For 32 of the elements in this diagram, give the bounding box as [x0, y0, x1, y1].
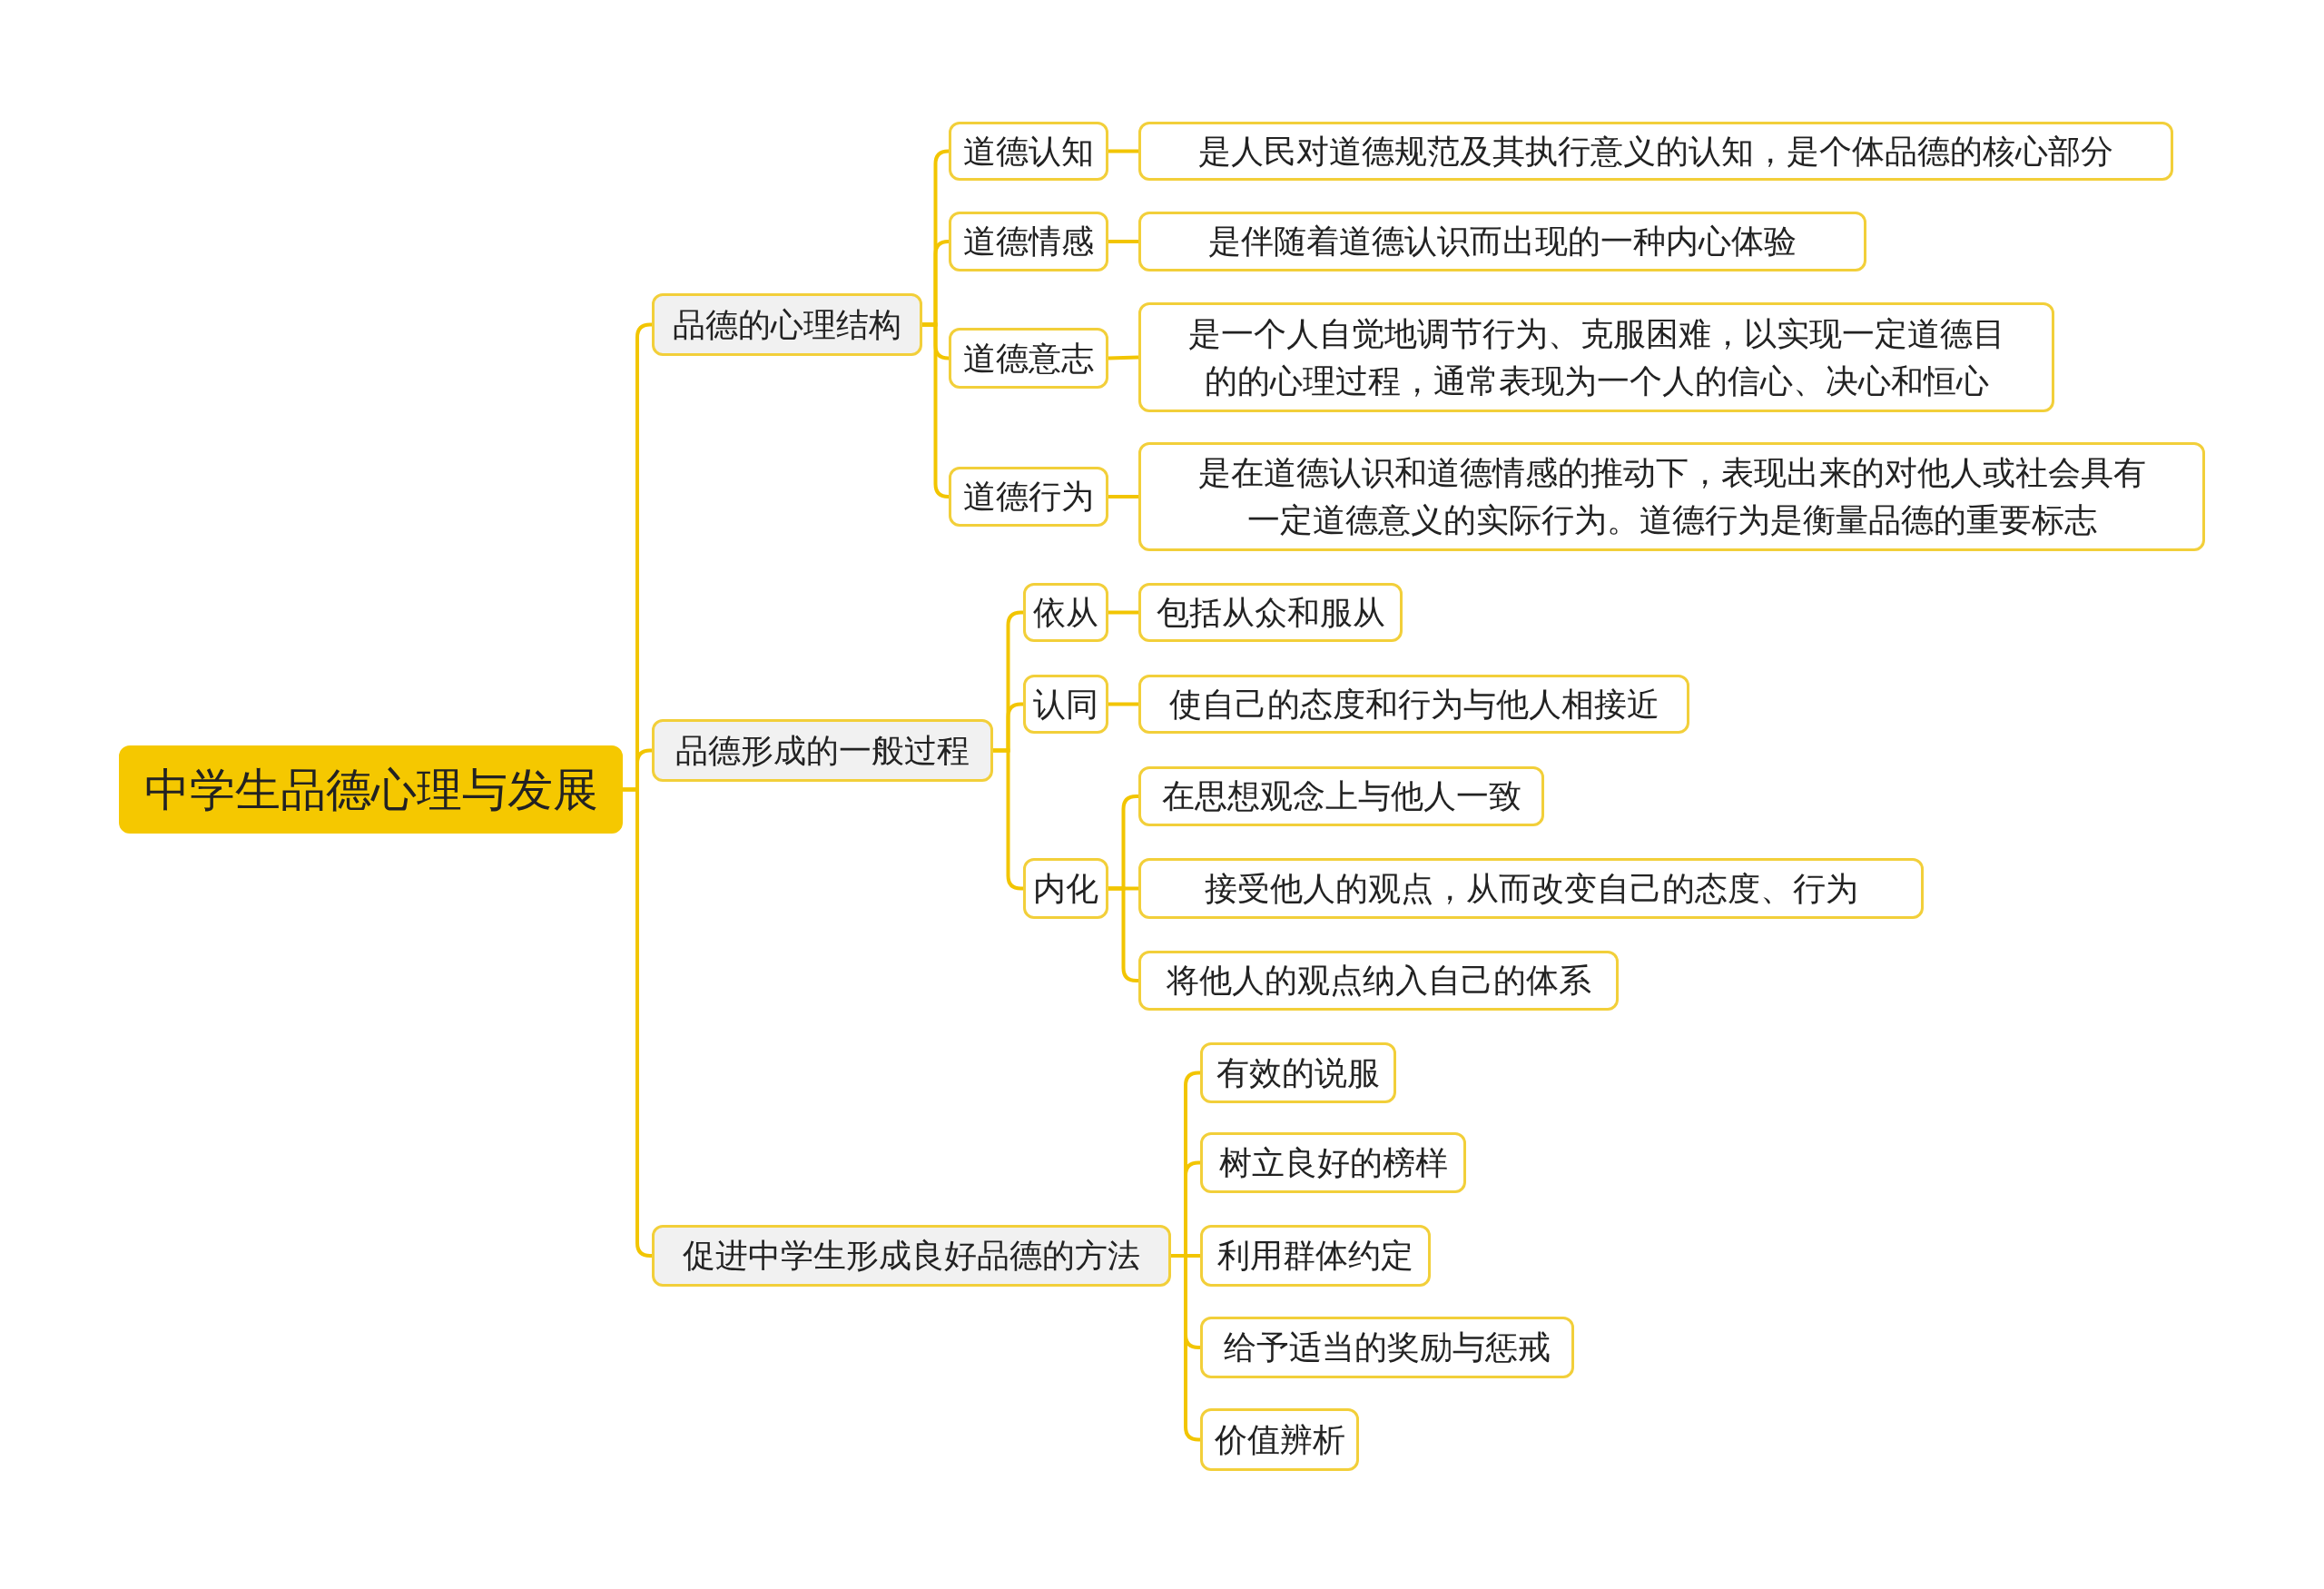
connector-line: [922, 322, 950, 498]
connector-line: [1108, 610, 1138, 615]
detail-box: 接受他人的观点，从而改变自己的态度、行为: [1138, 858, 1924, 919]
detail-box: 是人民对道德规范及其执行意义的认知，是个体品德的核心部分: [1138, 122, 2173, 181]
detail-box: 给予适当的奖励与惩戒: [1200, 1317, 1574, 1378]
detail-box: 将他人的观点纳入自己的体系: [1138, 951, 1619, 1011]
subtopic-box: 道德情感: [949, 212, 1108, 271]
detail-box: 有效的说服: [1200, 1042, 1396, 1103]
subtopic-box: 认同: [1023, 675, 1108, 734]
subtopic-box: 依从: [1023, 583, 1108, 642]
detail-box: 价值辨析: [1200, 1408, 1359, 1471]
root-topic-box: 中学生品德心理与发展: [119, 745, 623, 834]
subtopic-box: 道德认知: [949, 122, 1108, 181]
subtopic-box: 道德意志: [949, 328, 1108, 389]
connector-line: [1108, 355, 1139, 360]
detail-box: 是伴随着道德认识而出现的一种内心体验: [1138, 212, 1866, 271]
detail-box: 树立良好的榜样: [1200, 1132, 1466, 1193]
connector-line: [1108, 495, 1138, 498]
subtopic-box: 内化: [1023, 858, 1108, 919]
topic-box: 品德形成的一般过程: [652, 719, 993, 782]
detail-box: 是一个人自觉地调节行为、克服困难，以实现一定道德目的的心理过程，通常表现为一个人的信心、决心和恒心: [1138, 302, 2054, 412]
topic-box: 品德的心理结构: [652, 293, 922, 356]
connector-line: [1108, 149, 1138, 153]
detail-box: 是在道德认识和道德情感的推动下，表现出来的对他人或社会具有一定道德意义的实际行为。道德行为是衡量品德的重要标志: [1138, 442, 2205, 551]
detail-box: 包括从众和服从: [1138, 583, 1403, 642]
connector-line: [1108, 702, 1138, 706]
subtopic-box: 道德行为: [949, 467, 1108, 527]
topic-box: 促进中学生形成良好品德的方法: [652, 1225, 1171, 1287]
detail-box: 使自己的态度和行为与他人相接近: [1138, 675, 1689, 734]
connector-line: [1108, 240, 1138, 243]
detail-box: 利用群体约定: [1200, 1225, 1431, 1287]
detail-box: 在思想观念上与他人一致: [1138, 766, 1544, 826]
